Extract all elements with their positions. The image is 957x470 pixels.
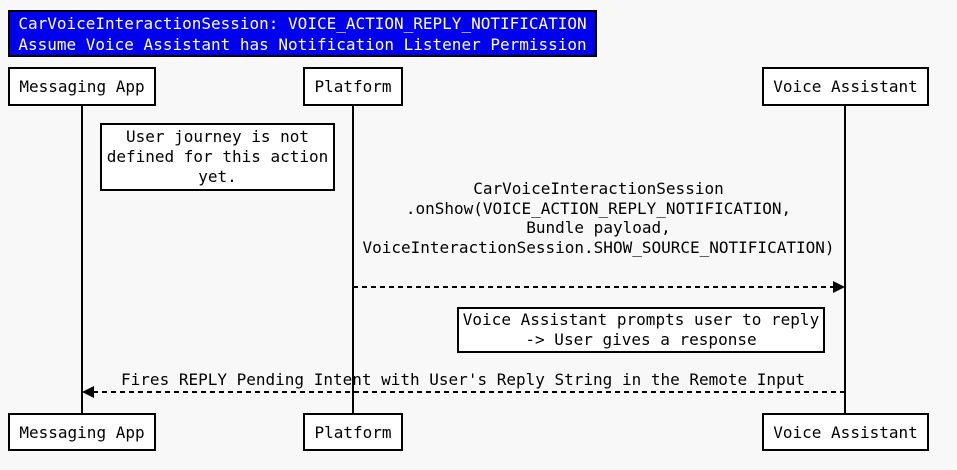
actor-label: Messaging App [19,422,145,442]
message-line: .onShow(VOICE_ACTION_REPLY_NOTIFICATION, [405,198,792,218]
actor-top-platform: Platform [303,67,403,106]
diagram-title-line2: Assume Voice Assistant has Notification … [18,35,587,54]
note-line: -> User gives a response [525,330,757,349]
actor-bottom-platform: Platform [303,413,403,451]
message-onshow-label: CarVoiceInteractionSession .onShow(VOICE… [353,179,844,257]
arrow-onshow-head-icon [833,281,845,293]
lifeline-messaging-app [81,105,83,414]
note-line: yet. [198,167,237,186]
message-line: Fires REPLY Pending Intent with User's R… [121,370,805,389]
note-line: Voice Assistant prompts user to reply [462,310,820,329]
arrow-fires-reply-head-icon [82,386,94,398]
arrow-fires-reply-line [93,391,844,393]
actor-top-voice-assistant: Voice Assistant [762,67,929,106]
diagram-title-line1: CarVoiceInteractionSession: VOICE_ACTION… [18,14,587,33]
actor-top-messaging-app: Messaging App [8,67,156,106]
actor-label: Voice Assistant [773,77,918,96]
note-user-journey: User journey is not defined for this act… [100,123,335,191]
actor-bottom-voice-assistant: Voice Assistant [762,413,929,451]
actor-label: Platform [314,422,392,442]
diagram-title: CarVoiceInteractionSession: VOICE_ACTION… [8,10,597,57]
actor-bottom-messaging-app: Messaging App [8,413,156,451]
actor-label: Messaging App [19,77,145,96]
note-line: defined for this action [106,147,329,166]
actor-label: Voice Assistant [773,422,918,442]
message-fires-reply-label: Fires REPLY Pending Intent with User's R… [82,370,844,390]
message-line: CarVoiceInteractionSession [473,179,724,198]
arrow-onshow-line [353,286,834,288]
message-line: Bundle payload, [526,218,671,237]
note-line: User journey is not [125,127,310,146]
message-line: VoiceInteractionSession.SHOW_SOURCE_NOTI… [362,237,835,257]
lifeline-voice-assistant [844,105,846,414]
note-voice-assistant-prompts: Voice Assistant prompts user to reply ->… [457,307,825,353]
actor-label: Platform [314,77,392,96]
lifeline-platform [352,105,354,414]
